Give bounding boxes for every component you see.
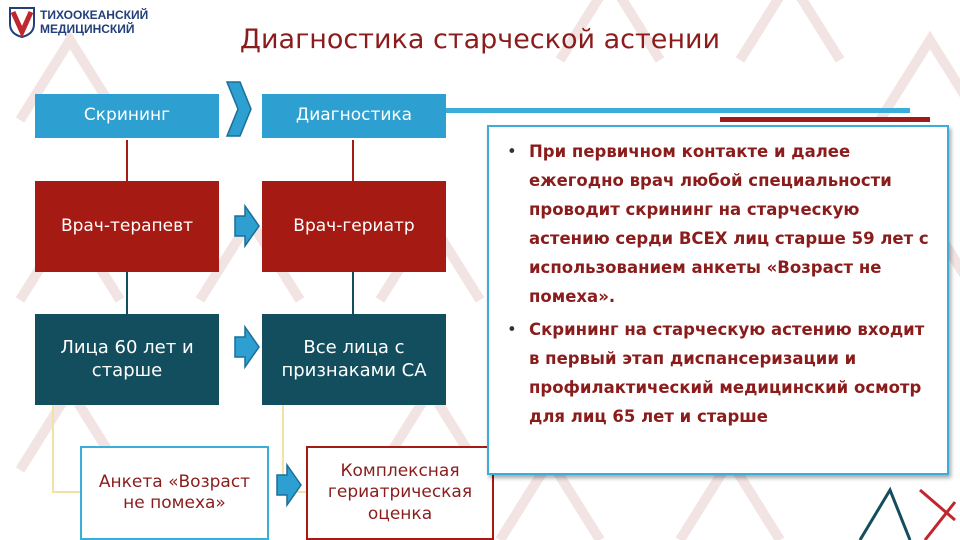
- connector-therapist-to-population: [126, 272, 128, 314]
- connector-geriatrician-to-population: [352, 272, 354, 314]
- logo-text-line1: ТИХООКЕАНСКИЙ: [40, 8, 149, 22]
- shield-logo-icon: [9, 7, 35, 38]
- therapist-box: Врач-терапевт: [35, 181, 219, 272]
- connector-tool-left-horizontal: [52, 491, 80, 493]
- header-accent-rule: [720, 117, 930, 122]
- screening-header-label: Скрининг: [83, 105, 171, 126]
- connector-population-to-tool-right: [282, 405, 284, 493]
- connector-screening-to-therapist: [126, 140, 128, 181]
- slide-title: Диагностика старческой астении: [239, 24, 721, 55]
- population-screening-label: Лица 60 лет и старше: [60, 337, 194, 381]
- geriatric-assessment-box: Комплексная гериатрическая оценка: [306, 446, 494, 540]
- header-rule: [445, 108, 910, 113]
- bullet-icon: •: [507, 142, 517, 161]
- callout-item-1-text: При первичном контакте и далее ежегодно …: [529, 142, 929, 306]
- questionnaire-label: Анкета «Возраст не помеха»: [98, 471, 251, 513]
- diagnostics-header-box: Диагностика: [262, 94, 446, 138]
- bullet-icon: •: [507, 320, 517, 339]
- population-diagnostics-label: Все лица с признаками СА: [281, 337, 427, 381]
- corner-decoration-icon: [858, 486, 957, 540]
- connector-population-to-tool-left: [52, 405, 54, 493]
- logo: ТИХООКЕАНСКИЙ МЕДИЦИНСКИЙ: [6, 6, 156, 40]
- screening-header-box: Скрининг: [35, 94, 219, 138]
- callout-item-2: • Скрининг на старческую астению входит …: [503, 315, 935, 431]
- arrow-right-icon: [234, 324, 260, 370]
- arrow-right-icon: [225, 81, 252, 137]
- therapist-label: Врач-терапевт: [60, 215, 194, 236]
- callout-list: • При первичном контакте и далее ежегодн…: [503, 137, 935, 431]
- connector-diagnostics-to-geriatrician: [352, 140, 354, 181]
- population-diagnostics-box: Все лица с признаками СА: [262, 314, 446, 405]
- logo-text-line2: МЕДИЦИНСКИЙ: [40, 22, 135, 36]
- population-screening-box: Лица 60 лет и старше: [35, 314, 219, 405]
- questionnaire-box: Анкета «Возраст не помеха»: [80, 446, 269, 540]
- arrow-right-icon: [234, 203, 260, 249]
- callout-item-1: • При первичном контакте и далее ежегодн…: [503, 137, 935, 311]
- info-callout: • При первичном контакте и далее ежегодн…: [487, 125, 949, 475]
- geriatrician-label: Врач-гериатр: [293, 215, 415, 236]
- geriatrician-box: Врач-гериатр: [262, 181, 446, 272]
- diagnostics-header-label: Диагностика: [295, 105, 413, 126]
- geriatric-assessment-label: Комплексная гериатрическая оценка: [327, 461, 473, 524]
- callout-item-2-text: Скрининг на старческую астению входит в …: [529, 320, 925, 426]
- arrow-right-icon: [276, 462, 302, 508]
